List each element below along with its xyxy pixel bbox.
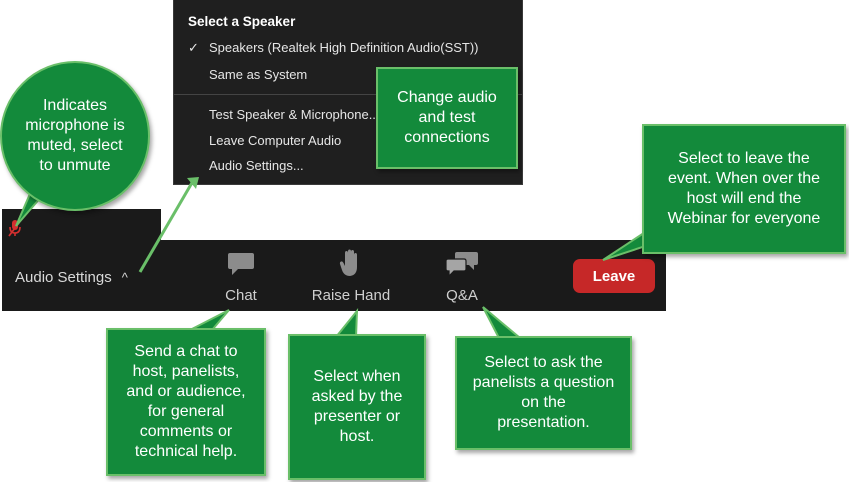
raise-hand-button[interactable]: Raise Hand [305, 249, 397, 304]
callout-text: presentation. [497, 414, 590, 431]
menu-item-audio-settings[interactable]: Audio Settings... [209, 158, 304, 173]
check-icon: ✓ [188, 40, 199, 55]
chat-button[interactable]: Chat [218, 249, 264, 304]
qa-label: Q&A [446, 287, 478, 304]
callout-text: presenter or [313, 408, 401, 425]
raise-hand-label: Raise Hand [311, 287, 391, 304]
callout-text: technical help. [134, 443, 238, 460]
callout-text: host will end the [686, 190, 802, 207]
menu-item-same-as-system[interactable]: Same as System [209, 67, 308, 82]
chat-label: Chat [225, 287, 257, 304]
callout-text: Select when [313, 368, 401, 385]
caret-up-icon[interactable]: ^ [121, 270, 128, 285]
callout-chat: Send a chat to host, panelists, and or a… [106, 328, 266, 476]
callout-qa: Select to ask the panelists a question o… [455, 336, 632, 450]
menu-item-test-speaker[interactable]: Test Speaker & Microphone... [209, 107, 380, 122]
raise-hand-icon [339, 249, 363, 279]
audio-settings-button[interactable]: Audio Settings ^ [15, 269, 128, 286]
callout-text: connections [404, 129, 490, 146]
callout-audio-connections: Change audio and test connections [376, 67, 518, 169]
callout-text: to unmute [39, 157, 111, 174]
menu-item-leave-audio[interactable]: Leave Computer Audio [209, 133, 342, 148]
callout-text: host, panelists, [132, 363, 240, 380]
callout-text: Indicates [42, 97, 108, 114]
menu-item-speakers[interactable]: Speakers (Realtek High Definition Audio(… [209, 40, 479, 55]
callout-text: Select to ask the [484, 354, 603, 371]
callout-text: host. [339, 428, 375, 445]
callout-raise-hand: Select when asked by the presenter or ho… [288, 334, 426, 480]
callout-text: Webinar for everyone [667, 210, 821, 227]
callout-text: Select to leave the [678, 150, 810, 167]
qa-button[interactable]: Q&A [441, 249, 483, 304]
callout-text: microphone is [25, 117, 125, 134]
callout-text: and test [418, 109, 476, 126]
callout-text: event. When over the [667, 170, 821, 187]
callout-text: panelists a question [472, 374, 615, 391]
chat-icon [227, 249, 255, 279]
callout-text: for general [147, 403, 225, 420]
callout-text: Send a chat to [134, 343, 238, 360]
menu-title: Select a Speaker [188, 14, 296, 29]
callout-text: Change audio [397, 89, 497, 106]
callout-text: asked by the [311, 388, 403, 405]
toolbar-mic-area [2, 209, 161, 241]
leave-button[interactable]: Leave [573, 259, 655, 293]
audio-settings-label: Audio Settings [15, 269, 112, 286]
callout-text: and or audience, [126, 383, 246, 400]
callout-text: muted, select [27, 137, 123, 154]
meeting-toolbar [2, 240, 666, 311]
callout-leave: Select to leave the event. When over the… [642, 124, 846, 254]
callout-mic-muted: Indicates microphone is muted, select to… [0, 61, 150, 211]
callout-text: on the [521, 394, 566, 411]
menu-divider [174, 94, 522, 95]
qa-icon [445, 249, 479, 279]
callout-text: comments or [139, 423, 233, 440]
